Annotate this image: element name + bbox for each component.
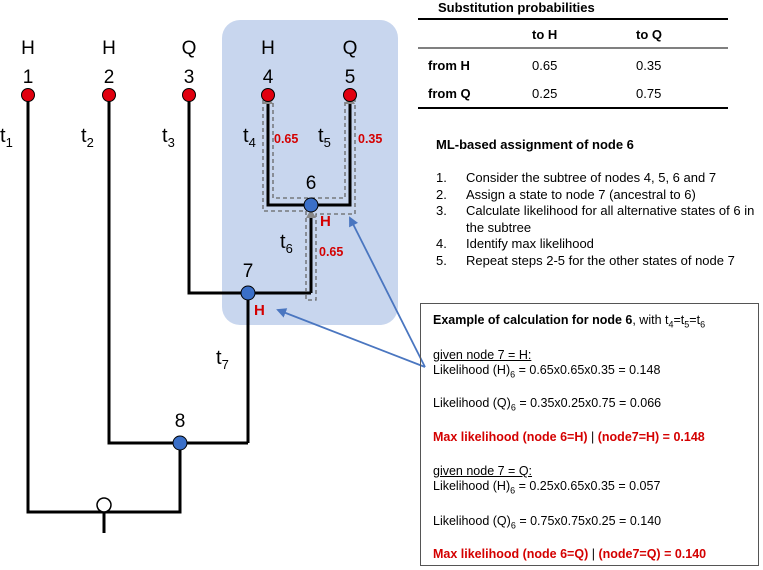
likelihood-Q-given-H: Likelihood (Q)6 = 0.35x0.25x0.75 = 0.066 <box>433 396 662 413</box>
assigned-state-6: H <box>320 213 331 230</box>
table-cell-H-H: 0.65 <box>532 58 557 73</box>
table-col-header-toQ: to Q <box>636 27 662 42</box>
step-text: Calculate likelihood for all alternative… <box>466 203 755 235</box>
prob-branch-4: 0.65 <box>274 132 298 146</box>
tip-node-4 <box>261 88 275 102</box>
tip-state-4: H <box>261 38 275 59</box>
branch-1 <box>26 95 104 514</box>
callout-arrow-node6 <box>349 216 426 368</box>
substitution-table-title: Substitution probabilities <box>438 0 595 15</box>
step-text: Assign a state to node 7 (ancestral to 6… <box>466 186 696 202</box>
table-row-label-fromH: from H <box>428 58 470 73</box>
given-node7-H: given node 7 = H: <box>433 348 532 362</box>
dashed-path-outline <box>262 99 356 301</box>
branch-label-t5: t5 <box>318 125 331 150</box>
root-node <box>96 497 112 513</box>
branch-label-t7: t7 <box>216 347 229 372</box>
likelihood-H-given-Q: Likelihood (H)6 = 0.25x0.65x0.35 = 0.057 <box>433 479 661 496</box>
max-likelihood-given-Q: Max likelihood (node 6=Q) | (node7=Q) = … <box>433 547 707 561</box>
branch-label-t2: t2 <box>81 125 94 150</box>
table-cell-Q-Q: 0.75 <box>636 86 661 101</box>
tip-state-1: H <box>21 38 35 59</box>
internal-number-7: 7 <box>243 261 254 282</box>
tip-number-3: 3 <box>184 67 195 88</box>
ml-step: 2. Assign a state to node 7 (ancestral to… <box>436 187 756 204</box>
tip-node-1 <box>21 88 35 102</box>
internal-number-6: 6 <box>306 173 317 194</box>
callout-arrow-node7 <box>276 308 426 368</box>
tip-number-1: 1 <box>23 67 34 88</box>
tip-number-2: 2 <box>104 67 115 88</box>
step-text: Consider the subtree of nodes 4, 5, 6 an… <box>466 170 717 185</box>
step-number: 5. <box>436 252 447 268</box>
branch-label-t1: t1 <box>0 125 13 150</box>
tip-state-3: Q <box>182 38 197 59</box>
example-title: Example of calculation for node 6, with … <box>433 313 706 330</box>
internal-node-7 <box>240 285 256 301</box>
tip-node-5 <box>343 88 357 102</box>
arrowhead-node6 <box>306 209 316 218</box>
tip-number-5: 5 <box>345 67 356 88</box>
tip-node-2 <box>102 88 116 102</box>
table-row-label-fromQ: from Q <box>428 86 471 101</box>
branch-2 <box>107 95 248 445</box>
step-text: Repeat steps 2-5 for the other states of… <box>466 252 735 268</box>
given-node7-Q: given node 7 = Q: <box>433 464 533 478</box>
table-cell-H-Q: 0.35 <box>636 58 661 73</box>
step-number: 3. <box>436 203 447 218</box>
max-likelihood-given-H: Max likelihood (node 6=H) | (node7=H) = … <box>433 430 705 444</box>
prob-branch-6: 0.65 <box>319 245 343 259</box>
tip-number-4: 4 <box>263 67 274 88</box>
ml-step: 1. Consider the subtree of nodes 4, 5, 6 … <box>436 170 756 187</box>
branch-label-t4: t4 <box>243 125 256 150</box>
step-number: 1. <box>436 170 447 185</box>
ml-steps-list: 1. Consider the subtree of nodes 4, 5, 6 … <box>436 170 756 269</box>
assigned-state-7: H <box>254 302 265 319</box>
branch-label-t6: t6 <box>280 231 293 256</box>
prob-branch-5: 0.35 <box>358 132 382 146</box>
likelihood-H-given-H: Likelihood (H)6 = 0.65x0.65x0.35 = 0.148 <box>433 363 661 380</box>
tip-state-5: Q <box>343 38 358 59</box>
step-text: Identify max likelihood <box>466 236 594 251</box>
ml-step: 3. Calculate likelihood for all alternati… <box>436 203 756 236</box>
table-col-header-toH: to H <box>532 27 557 42</box>
ml-step: 4. Identify max likelihood <box>436 236 756 253</box>
ml-step: 5. Repeat steps 2-5 for the other states … <box>436 253 756 270</box>
step-number: 2. <box>436 186 447 202</box>
likelihood-Q-given-Q: Likelihood (Q)6 = 0.75x0.75x0.25 = 0.140 <box>433 514 662 531</box>
internal-node-8 <box>172 435 188 451</box>
tip-node-3 <box>182 88 196 102</box>
internal-node-6 <box>303 197 319 213</box>
branch-8-to-root <box>102 443 182 514</box>
example-calculation-box: Example of calculation for node 6, with … <box>420 303 759 566</box>
ml-assignment-title: ML-based assignment of node 6 <box>436 137 634 152</box>
tip-state-2: H <box>102 38 116 59</box>
branch-3 <box>187 95 311 295</box>
branch-label-t3: t3 <box>162 125 175 150</box>
table-cell-Q-H: 0.25 <box>532 86 557 101</box>
step-number: 4. <box>436 236 447 251</box>
internal-number-8: 8 <box>175 411 186 432</box>
